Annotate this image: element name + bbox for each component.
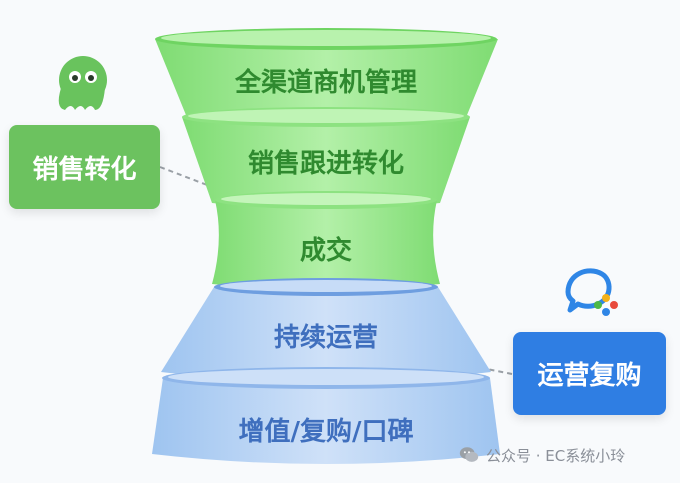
wecom-chat-icon [565, 268, 618, 316]
left-connector-line [159, 166, 229, 194]
callout-label: 销售转化 [32, 154, 137, 185]
callout-operations-repurchase: 运营复购 [513, 332, 666, 415]
callout-sales-conversion: 销售转化 [9, 125, 160, 209]
callout-label: 运营复购 [537, 361, 642, 391]
funnel-layer-label: 销售跟进转化 [248, 148, 404, 179]
funnel-layer-label: 增值/复购/口碑 [239, 416, 414, 447]
funnel-layer-3: 成交 [212, 191, 440, 290]
funnel-layer-4: 持续运营 [161, 278, 491, 382]
funnel-layer-1: 全渠道商机管理 [155, 28, 498, 128]
funnel-layer-label: 成交 [300, 235, 352, 266]
wechat-icon [459, 447, 479, 462]
watermark-label: 公众号 · EC系统小玲 [486, 446, 626, 465]
octopus-mascot-icon [58, 56, 107, 110]
funnel-layer-label: 持续运营 [274, 322, 378, 353]
funnel-layer-2: 销售跟进转化 [182, 107, 470, 209]
funnel-layer-5: 增值/复购/口碑 [152, 367, 500, 464]
funnel-layer-label: 全渠道商机管理 [234, 67, 417, 98]
watermark: 公众号 · EC系统小玲 [458, 442, 625, 468]
